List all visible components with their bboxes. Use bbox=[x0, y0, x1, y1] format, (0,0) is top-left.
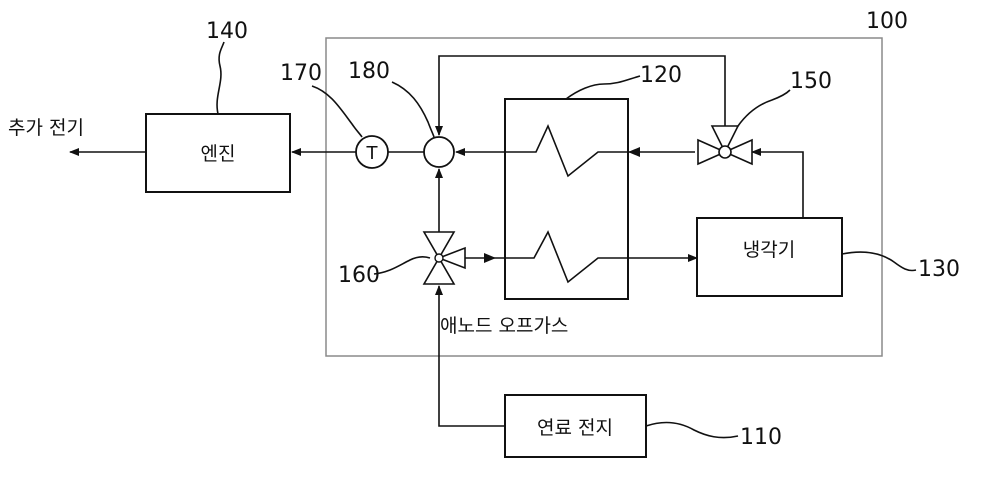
extra-power-label: 추가 전기 bbox=[8, 117, 84, 139]
top-coil-entry-arrow bbox=[628, 147, 640, 157]
mixer-number: 180 bbox=[348, 59, 390, 84]
cooler-number: 130 bbox=[918, 257, 960, 282]
fuel-cell-label: 연료 전지 bbox=[537, 417, 613, 439]
heat-exchanger-leader-line bbox=[565, 75, 641, 100]
anode-offgas-label: 애노드 오프가스 bbox=[440, 315, 568, 337]
three-way-valve-150 bbox=[697, 125, 753, 166]
cooler-box bbox=[696, 217, 843, 297]
heat-exchanger-number: 120 bbox=[640, 63, 682, 88]
top-coil-path bbox=[455, 123, 695, 178]
fuel-cell-leader-line bbox=[645, 421, 739, 439]
mixer-leader-line bbox=[391, 81, 435, 138]
engine-leader-line bbox=[216, 41, 225, 115]
cooler-to-valve-line bbox=[751, 148, 804, 218]
bottom-coil-entry-arrow bbox=[484, 253, 496, 263]
fuel-cell-number: 110 bbox=[740, 425, 782, 450]
engine-number: 140 bbox=[206, 19, 248, 44]
temperature-sensor-symbol: T bbox=[366, 143, 379, 164]
heat-exchanger-box bbox=[504, 98, 629, 300]
valve-160-number: 160 bbox=[338, 263, 380, 288]
cooler-label: 냉각기 bbox=[743, 239, 795, 261]
bottom-coil-path bbox=[465, 230, 698, 284]
system-boundary bbox=[325, 37, 883, 357]
mixer bbox=[423, 136, 455, 168]
valve-150-number: 150 bbox=[790, 69, 832, 94]
valve-160-leader-line bbox=[373, 255, 431, 275]
engine-label: 엔진 bbox=[201, 143, 236, 165]
temp-sensor-leader-line bbox=[311, 85, 363, 138]
fuel-cell-to-valve-line bbox=[435, 285, 505, 427]
valve-150-leader-line bbox=[737, 89, 791, 127]
system-number: 100 bbox=[866, 9, 908, 34]
valve-160 bbox=[422, 231, 466, 285]
temp-sensor-number: 170 bbox=[280, 61, 322, 86]
bypass-line bbox=[435, 55, 726, 136]
cooler-leader-line bbox=[841, 251, 917, 272]
